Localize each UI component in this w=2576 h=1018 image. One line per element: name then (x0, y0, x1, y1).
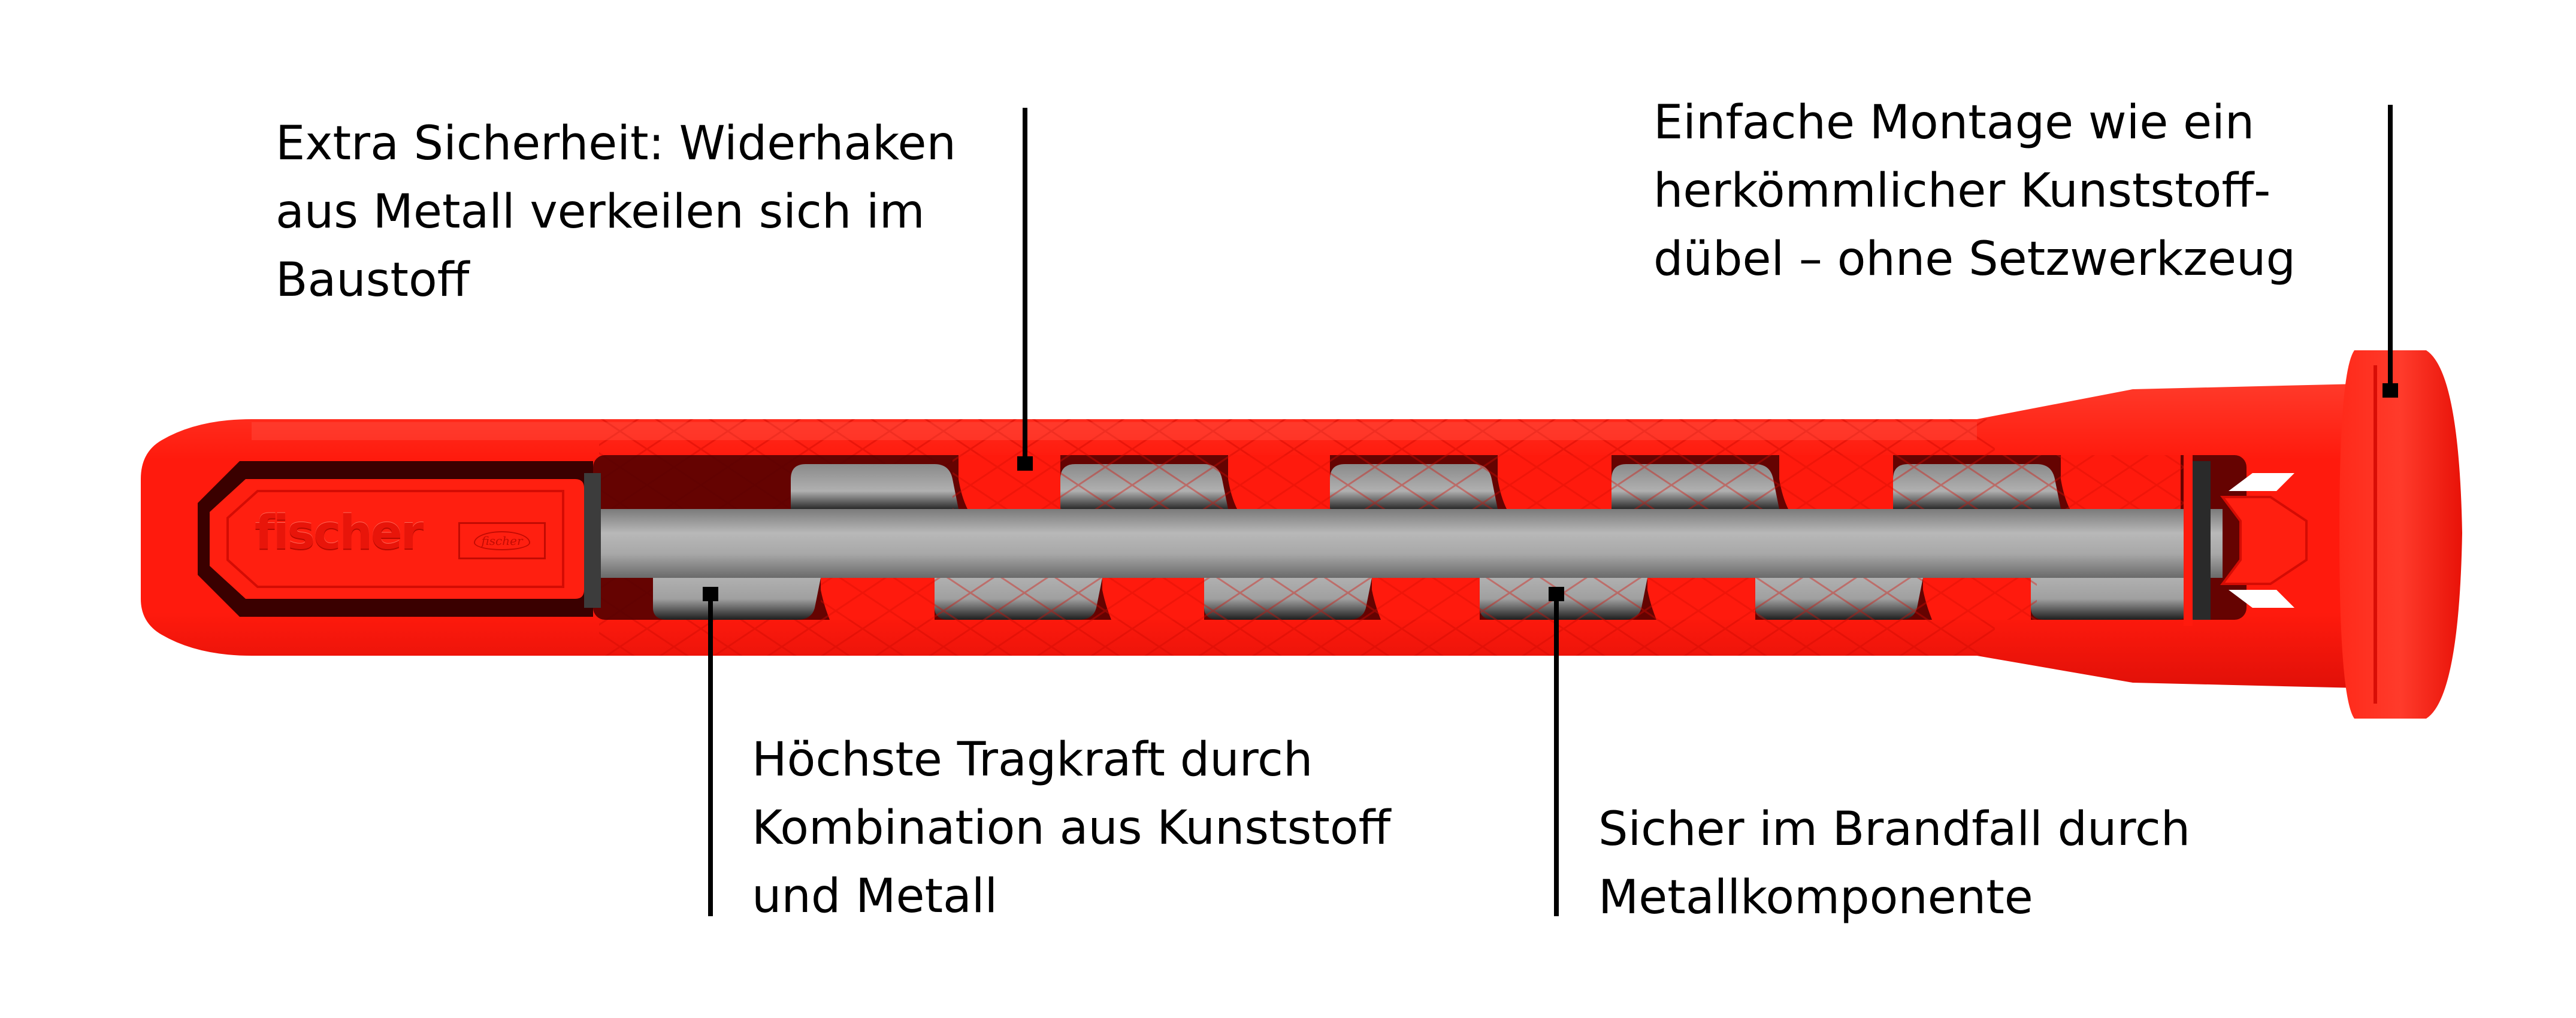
marker-barbs (1017, 456, 1033, 471)
callout-line: und Metall (752, 869, 998, 923)
callout-line: Metallkomponente (1598, 871, 2033, 925)
callout-load: Höchste Tragkraft durch Kombination aus … (752, 726, 1390, 931)
callout-mounting: Einfache Montage wie ein herkömmlicher K… (1653, 89, 2296, 293)
callout-line: Höchste Tragkraft durch (752, 733, 1313, 787)
leader-line-fire (1554, 596, 1559, 916)
plug-head (198, 461, 593, 617)
callout-line: Baustoff (276, 253, 470, 307)
callout-line: aus Metall verkeilen sich im (276, 185, 925, 239)
callout-barbs: Extra Sicherheit: Widerhaken aus Metall … (276, 110, 956, 314)
callout-line: Sicher im Brandfall durch (1598, 802, 2191, 856)
plug-tail (2184, 455, 2308, 626)
leader-line-barbs (1023, 108, 1027, 467)
leader-line-load (708, 596, 713, 916)
callout-line: Einfache Montage wie ein (1653, 96, 2255, 150)
callout-line: Kombination aus Kunststoff (752, 801, 1391, 855)
callout-fire: Sicher im Brandfall durch Metallkomponen… (1598, 795, 2190, 932)
callout-line: herkömmlicher Kunststoff- (1653, 164, 2271, 218)
plug-flange (2339, 350, 2462, 719)
fish-icon: fischer (474, 531, 530, 550)
callout-line: dübel – ohne Setzwerkzeug (1653, 232, 2296, 286)
fischer-logo: fischer (255, 506, 424, 560)
marker-mounting (2383, 383, 2398, 398)
callout-line: Extra Sicherheit: Widerhaken (276, 117, 956, 171)
leader-line-mounting (2388, 105, 2393, 392)
fischer-fish-badge: fischer (458, 522, 546, 559)
